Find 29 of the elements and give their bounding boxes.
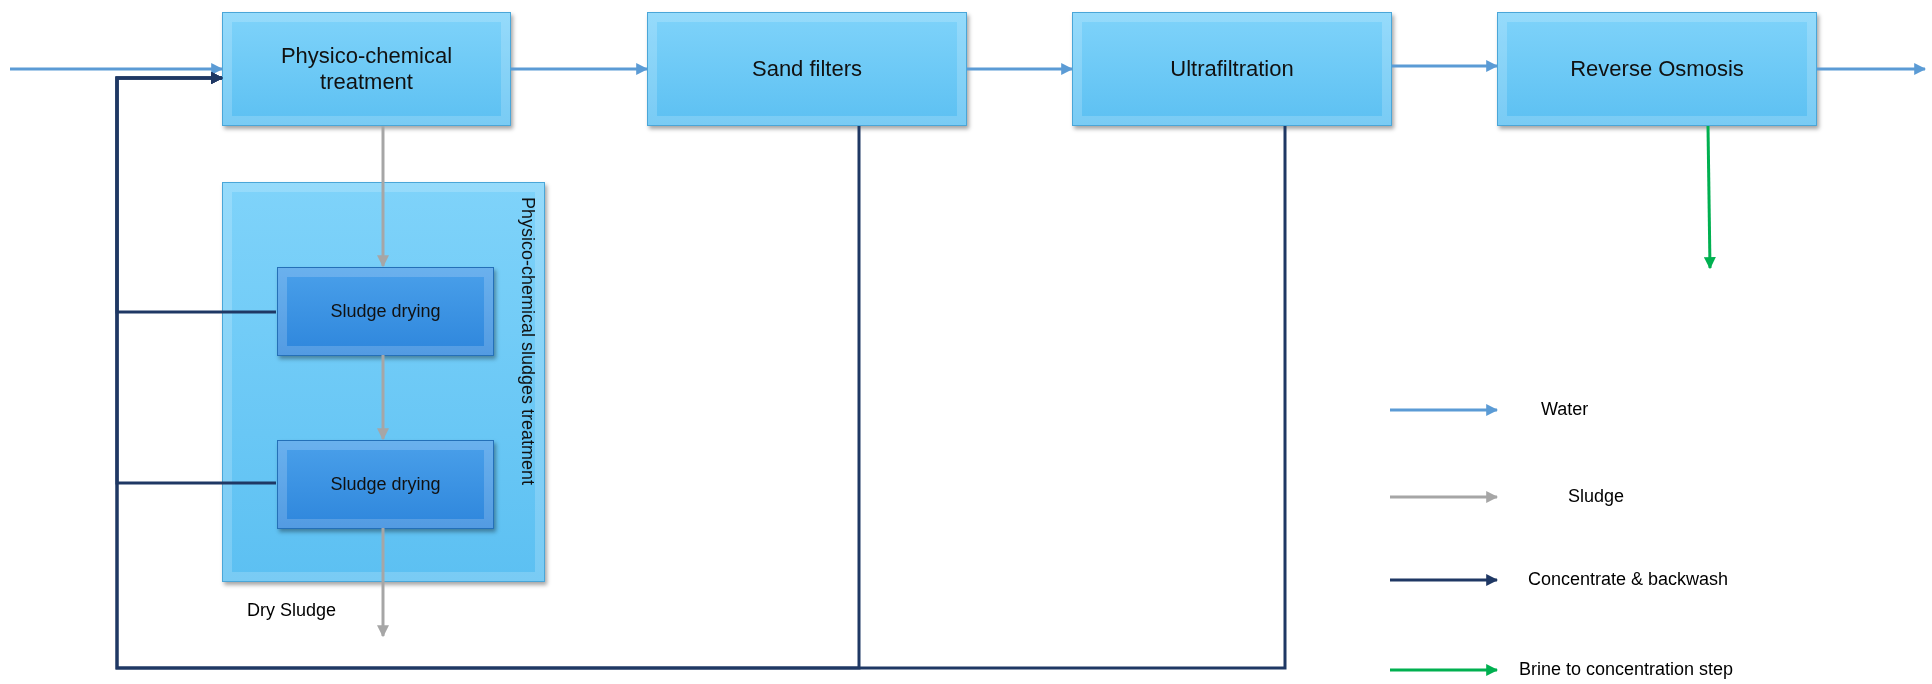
arrow bbox=[10, 63, 224, 75]
process-box bbox=[222, 12, 511, 126]
arrow bbox=[377, 355, 389, 441]
box-label: Sand filters bbox=[750, 55, 864, 83]
legend-label: Sludge bbox=[1568, 486, 1625, 507]
process-box bbox=[277, 440, 494, 529]
arrow bbox=[377, 528, 389, 638]
arrow bbox=[377, 126, 389, 268]
arrow bbox=[1392, 60, 1499, 72]
box-label: Ultrafiltration bbox=[1169, 55, 1295, 83]
arrow bbox=[967, 63, 1074, 75]
process-box bbox=[647, 12, 967, 126]
box-label: Sludge drying bbox=[329, 473, 442, 496]
process-box bbox=[277, 267, 494, 356]
arrow bbox=[1703, 125, 1716, 270]
arrow bbox=[1817, 63, 1927, 75]
arrow bbox=[511, 63, 649, 75]
box-label: Reverse Osmosis bbox=[1569, 55, 1745, 83]
arrow bbox=[115, 72, 1287, 670]
process-box bbox=[1072, 12, 1392, 126]
box-label: Physico-chemical treatment bbox=[279, 42, 454, 96]
group-title: Physico-chemical sludges treatment bbox=[517, 197, 538, 486]
group-box bbox=[222, 182, 545, 582]
box-label: Sludge drying bbox=[329, 300, 442, 323]
legend-label: Brine to concentration step bbox=[1519, 659, 1734, 680]
legend-label: Water bbox=[1541, 399, 1589, 420]
legend-label: Concentrate & backwash bbox=[1528, 569, 1729, 590]
process-box bbox=[1497, 12, 1817, 126]
output-label: Dry Sludge bbox=[247, 600, 337, 621]
